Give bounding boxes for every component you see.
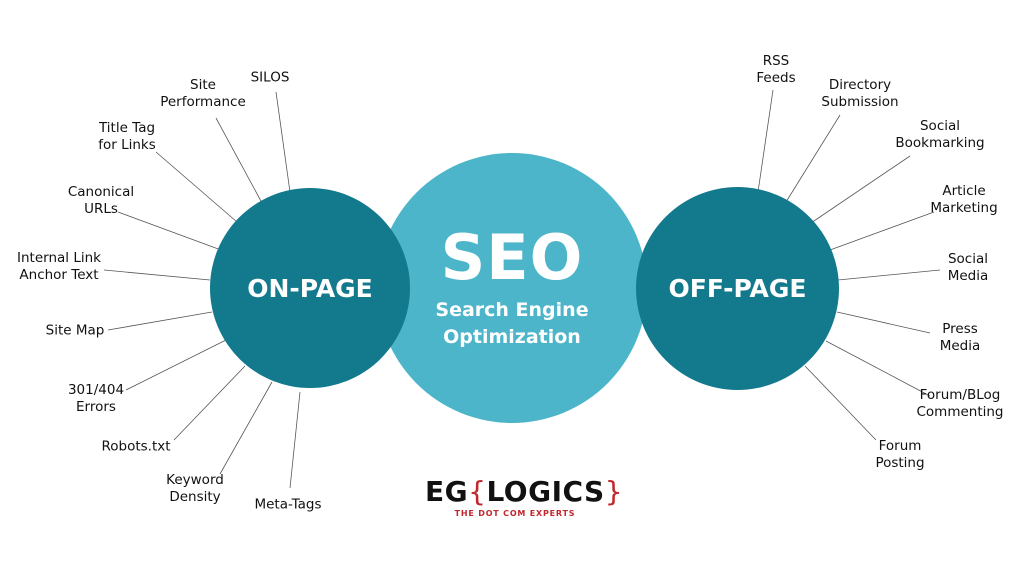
connector-site-map	[107, 311, 213, 331]
seo-title: SEO	[440, 221, 584, 294]
off-page-circle: OFF-PAGE	[636, 187, 839, 390]
connector-keyword	[219, 381, 273, 475]
connector-site-performance	[215, 117, 263, 204]
connector-press	[836, 311, 931, 334]
connector-bookmarking	[810, 155, 911, 224]
logo-brace-open: {	[468, 475, 487, 508]
off-page-title: OFF-PAGE	[668, 274, 807, 303]
off-page-item: Forum Posting	[875, 438, 925, 471]
on-page-item: Internal Link Anchor Text	[17, 250, 101, 283]
on-page-title: ON-PAGE	[247, 273, 373, 303]
seo-subtitle: Search Engine Optimization	[435, 299, 589, 348]
connector-rss	[757, 89, 774, 193]
connector-silos	[275, 91, 291, 193]
eglogics-logo: EG{LOGICS} THE DOT COM EXPERTS	[425, 475, 623, 518]
connector-title-tag	[155, 151, 238, 223]
seo-center-circle: SEO Search Engine Optimization	[377, 153, 647, 423]
connector-forum-posting	[804, 365, 877, 441]
on-page-item: Title Tag for Links	[98, 120, 156, 153]
connector-forum-blog	[825, 340, 931, 397]
connector-social-media	[837, 269, 941, 281]
connector-robots	[173, 365, 246, 441]
on-page-item: Meta-Tags	[254, 496, 322, 513]
on-page-item: Site Map	[45, 322, 105, 339]
off-page-item: RSS Feeds	[756, 53, 796, 86]
connector-301	[125, 339, 227, 391]
connector-canonical	[117, 211, 222, 251]
on-page-item: Canonical URLs	[67, 184, 135, 217]
connector-internal-link	[103, 269, 211, 281]
logo-brace-close: }	[604, 475, 624, 508]
off-page-item: Directory Submission	[821, 77, 899, 110]
on-page-item: Keyword Density	[166, 472, 224, 505]
on-page-item: 301/404 Errors	[67, 382, 125, 415]
on-page-item: Robots.txt	[101, 438, 171, 455]
logo-tagline: THE DOT COM EXPERTS	[454, 509, 576, 518]
on-page-item: SILOS	[250, 69, 290, 86]
logo-text-eg: EG	[425, 475, 469, 508]
off-page-item: Forum/BLog Commenting	[916, 387, 1004, 420]
on-page-item: Site Performance	[160, 77, 246, 110]
off-page-item: Social Bookmarking	[895, 118, 985, 151]
off-page-item: Social Media	[947, 251, 989, 284]
logo-text-logics: LOGICS	[486, 475, 605, 508]
off-page-item: Article Marketing	[930, 183, 998, 216]
off-page-item: Press Media	[939, 321, 981, 354]
connector-article	[829, 211, 935, 251]
on-page-circle: ON-PAGE	[210, 188, 410, 388]
connector-meta	[289, 391, 301, 489]
connector-directory	[785, 114, 841, 203]
